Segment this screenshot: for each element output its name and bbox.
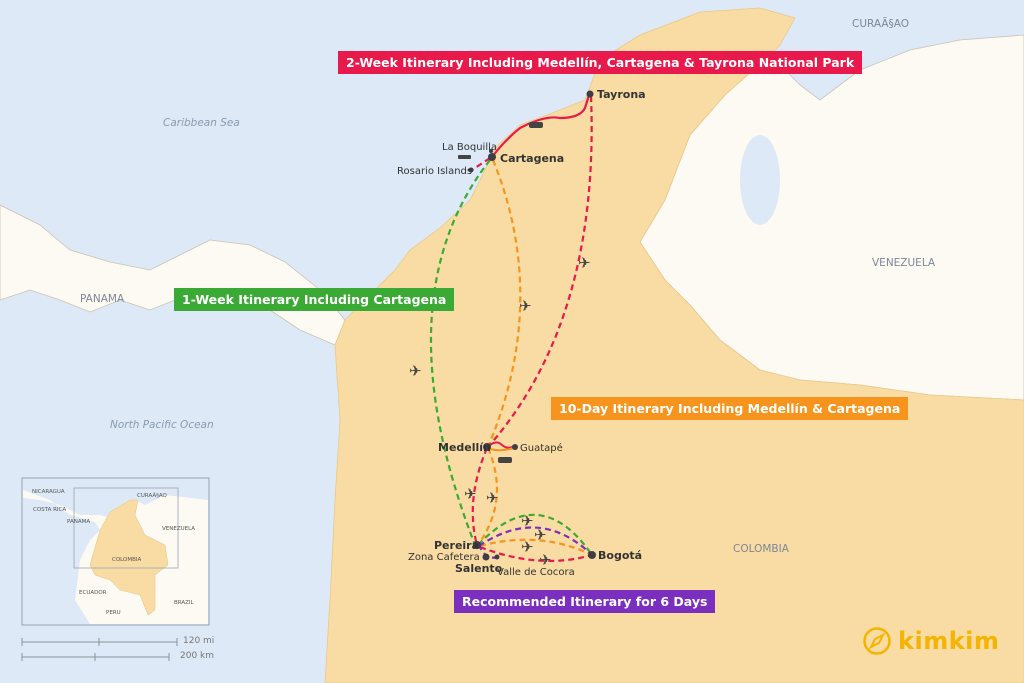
label-cartagena: Cartagena [500, 152, 564, 165]
label-north-pacific: North Pacific Ocean [110, 419, 214, 431]
label-zona-cafetera: Zona Cafetera [408, 552, 480, 563]
rosario-marker[interactable] [468, 167, 474, 173]
label-valle-cocora: Valle de Cocora [497, 567, 575, 578]
plane-icon: ✈ [534, 526, 547, 544]
route-medellin-guatape-orange [489, 447, 515, 452]
route-2week-cartagena-tayrona [491, 94, 591, 158]
scale-bar [21, 638, 178, 661]
label-colombia: COLOMBIA [733, 543, 790, 555]
route-cartagena-rosario [471, 157, 491, 171]
brand-name: kimkim [898, 627, 1000, 655]
kimkim-logo[interactable]: kimkim [862, 626, 999, 656]
scale-km: 200 km [180, 651, 215, 661]
plane-icon: ✈ [539, 551, 552, 569]
plane-icon: ✈ [486, 489, 499, 507]
compass-icon [863, 627, 891, 655]
route-10day-medellin-pereira [477, 447, 498, 546]
banner-2-week[interactable]: 2-Week Itinerary Including Medellín, Car… [338, 51, 863, 74]
scale-miles: 120 mi [183, 636, 215, 646]
route-2week-pereira-bogota [479, 545, 593, 562]
inset-map: NICARAGUA COSTA RICA PANAMA CURAÃ§AO VEN… [21, 477, 210, 626]
car-icon [529, 122, 543, 128]
route-medellin-guatape [489, 441, 515, 449]
route-2week-tayrona-medellin [487, 95, 593, 448]
plane-icon: ✈ [519, 297, 532, 315]
label-curacao: CURAÃ§AO [852, 17, 909, 30]
route-2week-medellin-pereira [471, 447, 489, 546]
bogota-marker[interactable] [588, 551, 596, 559]
panama-land [0, 204, 346, 346]
label-caribbean-sea: Caribbean Sea [163, 117, 240, 129]
plane-icon: ✈ [578, 254, 591, 272]
inset-label-ecuador: ECUADOR [79, 590, 107, 596]
tayrona-marker[interactable] [586, 90, 594, 98]
salento-marker[interactable] [482, 553, 490, 561]
inset-label-nicaragua: NICARAGUA [32, 489, 65, 495]
inset-label-peru: PERU [106, 610, 121, 616]
label-rosario: Rosario Islands [397, 166, 472, 177]
guatape-marker[interactable] [512, 444, 518, 450]
inset-label-colombia: COLOMBIA [112, 557, 142, 563]
label-panama: PANAMA [80, 293, 125, 305]
inset-label-curacao: CURAÃ§AO [137, 492, 168, 499]
label-venezuela: VENEZUELA [872, 257, 936, 269]
plane-icon: ✈ [521, 538, 534, 556]
lake-maracaibo [740, 135, 780, 225]
cartagena-marker[interactable] [488, 153, 496, 161]
banner-1-week[interactable]: 1-Week Itinerary Including Cartagena [174, 288, 455, 311]
banner-6-day[interactable]: Recommended Itinerary for 6 Days [454, 590, 716, 613]
label-salento: Salento [455, 562, 503, 575]
medellin-marker[interactable] [483, 443, 491, 451]
label-bogota: Bogotá [598, 549, 642, 562]
plane-icon: ✈ [409, 362, 422, 380]
plane-icon: ✈ [521, 512, 534, 530]
route-10day-pereira-bogota [479, 538, 593, 556]
inset-label-costa-rica: COSTA RICA [33, 507, 66, 513]
route-10day-cartagena-medellin [486, 159, 522, 448]
valle-cocora-marker[interactable] [494, 554, 500, 560]
label-la-boquilla: La Boquilla [442, 142, 497, 153]
inset-label-panama: PANAMA [67, 519, 90, 525]
label-medellin: Medellín [438, 441, 491, 454]
label-guatape: Guatapé [520, 442, 563, 454]
la-boquilla-marker[interactable] [489, 149, 493, 153]
banner-10-day[interactable]: 10-Day Itinerary Including Medellín & Ca… [551, 397, 909, 420]
inset-label-brazil: BRAZIL [174, 600, 195, 606]
label-tayrona: Tayrona [597, 88, 646, 101]
pereira-marker[interactable] [473, 541, 481, 549]
car-icon [498, 457, 512, 463]
route-6day-pereira-bogota [478, 526, 593, 556]
label-pereira: Pereira [434, 539, 479, 552]
boat-icon [458, 155, 471, 159]
plane-icon: ✈ [464, 485, 477, 503]
inset-label-venezuela: VENEZUELA [162, 526, 195, 532]
